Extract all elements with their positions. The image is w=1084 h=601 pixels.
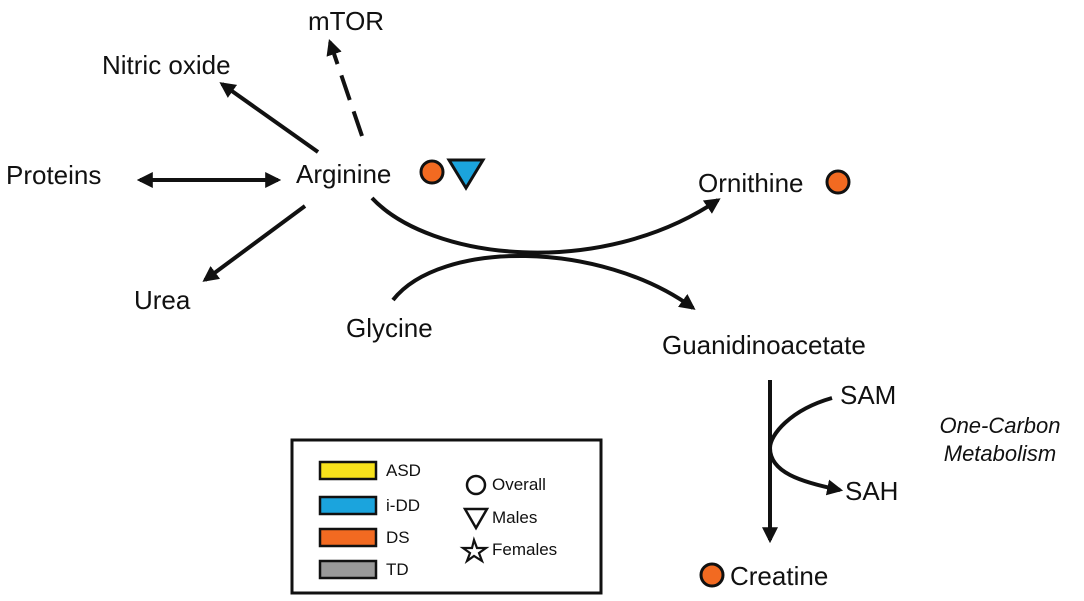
arrow-arginine-urea [202,204,307,282]
legend-label-idd: i-DD [386,496,420,515]
legend-swatch-asd [318,460,378,481]
legend-circle-icon [465,474,487,496]
node-glycine: Glycine [346,313,433,343]
node-arginine: Arginine [296,159,392,189]
arrow-arginine-nitric-oxide [219,82,320,154]
legend-label-ds: DS [386,528,410,547]
node-nitric-oxide: Nitric oxide [102,50,231,80]
arginine-males-marker [446,158,486,191]
arrow-arginine-ornithine [370,196,721,255]
node-urea: Urea [134,285,191,315]
node-mtor: mTOR [308,6,385,36]
node-sah: SAH [845,476,899,506]
ornithine-overall-marker [825,169,851,195]
legend-swatch-td [318,559,378,580]
node-guanidinoacetate: Guanidinoacetate [662,330,866,360]
node-creatine: Creatine [730,561,829,591]
annotation-one-carbon: One-Carbon Metabolism [930,412,1070,468]
legend-swatch-idd [318,495,378,516]
legend-label-males: Males [492,508,538,527]
annotation-line-2: Metabolism [943,441,1057,466]
legend-star-icon [459,536,490,564]
arginine-overall-marker [419,159,445,185]
legend-label-overall: Overall [492,475,546,494]
annotation-line-1: One-Carbon [939,413,1061,438]
node-proteins: Proteins [6,160,102,190]
creatine-overall-marker [699,562,725,588]
node-sam: SAM [840,380,897,410]
arrow-glycine-guanidinoacetate [391,253,696,310]
arrow-arginine-mtor [326,38,364,137]
arrow-sam-sah [767,396,844,496]
legend-label-asd: ASD [386,461,421,480]
legend-label-td: TD [386,560,409,579]
legend-swatch-ds [318,527,378,548]
legend-triangle-icon [462,507,490,531]
node-ornithine: Ornithine [698,168,804,198]
legend-label-females: Females [492,540,558,559]
